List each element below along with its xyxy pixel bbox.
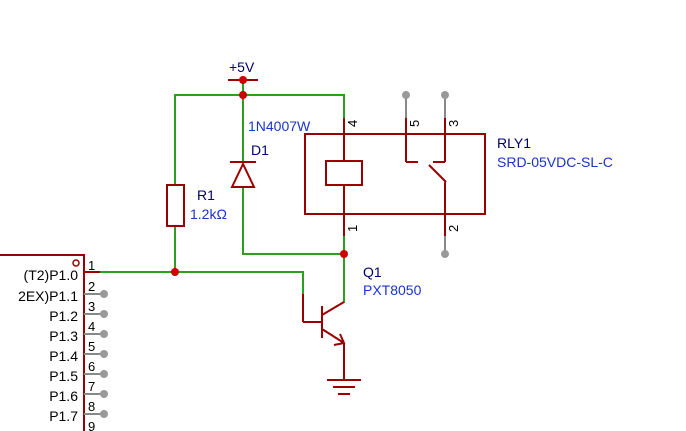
relay-pin5-label: 5: [407, 120, 422, 127]
wire-base-net: [99, 271, 304, 295]
relay-pin2-label: 2: [446, 225, 461, 232]
transistor-ref: Q1: [363, 264, 382, 280]
mcu-pin6-end: [100, 370, 108, 378]
mcu-pin8-num: 8: [88, 399, 95, 414]
mcu-pin3-end: [100, 310, 108, 318]
relay-pin2-end: [441, 250, 449, 258]
junction-collector: [340, 250, 348, 258]
q1-collector: [321, 301, 345, 316]
mcu-pin1-name: (T2)P1.0: [24, 267, 79, 283]
power-label: +5V: [229, 59, 255, 75]
diode-d1: 1N4007W D1: [230, 118, 311, 188]
junction-5v-bus: [239, 91, 247, 99]
mcu-partial: (T2)P1.0 2EX)P1.1 P1.2 P1.3 P1.4 P1.5 P1…: [0, 254, 108, 431]
junctions: [171, 76, 348, 276]
mcu-pin8-end: [100, 410, 108, 418]
relay-ref: RLY1: [497, 135, 531, 151]
mcu-pin5-num: 5: [88, 339, 95, 354]
diode-part: 1N4007W: [248, 118, 311, 134]
mcu-pin2-end: [100, 290, 108, 298]
wire-d1-bottom: [242, 187, 345, 255]
mcu-pin1-marker: [72, 259, 80, 267]
relay-rly1: 4 5 3 1 2 RLY1 SRD-05VDC-SL-C: [304, 91, 613, 258]
resistor-body: [166, 184, 185, 227]
relay-part: SRD-05VDC-SL-C: [497, 154, 613, 170]
ground-symbol: [327, 379, 361, 395]
mcu-pin4-num: 4: [88, 319, 95, 334]
mcu-pin9-num: 9: [88, 419, 95, 431]
resistor-r1: R1 1.2kΩ: [166, 184, 227, 227]
mcu-pin4-name: P1.3: [49, 328, 78, 344]
mcu-pin8-name: P1.7: [49, 408, 78, 424]
mcu-pin5-name: P1.4: [49, 348, 78, 364]
wire-5v-bus: [174, 94, 345, 119]
diode-ref: D1: [251, 142, 269, 158]
resistor-ref: R1: [197, 187, 215, 203]
relay-pin1-label: 1: [345, 225, 360, 232]
mcu-pin7-name: P1.6: [49, 388, 78, 404]
relay-pin4-label: 4: [345, 120, 360, 127]
mcu-pin4-end: [100, 330, 108, 338]
mcu-pin6-name: P1.5: [49, 368, 78, 384]
resistor-value: 1.2kΩ: [190, 206, 227, 222]
relay-coil: [325, 160, 363, 186]
diode-triangle: [230, 161, 256, 188]
q1-emitter: [321, 328, 345, 344]
junction-5v-flag: [239, 76, 247, 84]
mcu-body-edge: [0, 254, 85, 431]
mcu-pin2-name: 2EX)P1.1: [18, 288, 78, 304]
mcu-pin5-end: [100, 350, 108, 358]
relay-pin5-end: [402, 91, 410, 99]
mcu-pin3-num: 3: [88, 299, 95, 314]
junction-base: [171, 268, 179, 276]
mcu-pin7-num: 7: [88, 379, 95, 394]
mcu-pin1-num: 1: [88, 258, 95, 273]
relay-pin3-end: [441, 91, 449, 99]
relay-pin3-label: 3: [446, 120, 461, 127]
relay-armature: [428, 164, 447, 183]
mcu-pin6-num: 6: [88, 359, 95, 374]
transistor-part: PXT8050: [363, 282, 422, 298]
relay-body: [304, 133, 486, 215]
transistor-q1: Q1 PXT8050: [302, 264, 422, 380]
wires: [99, 79, 345, 303]
mcu-pin7-end: [100, 390, 108, 398]
mcu-pin2-num: 2: [88, 279, 95, 294]
mcu-pin3-name: P1.2: [49, 308, 78, 324]
